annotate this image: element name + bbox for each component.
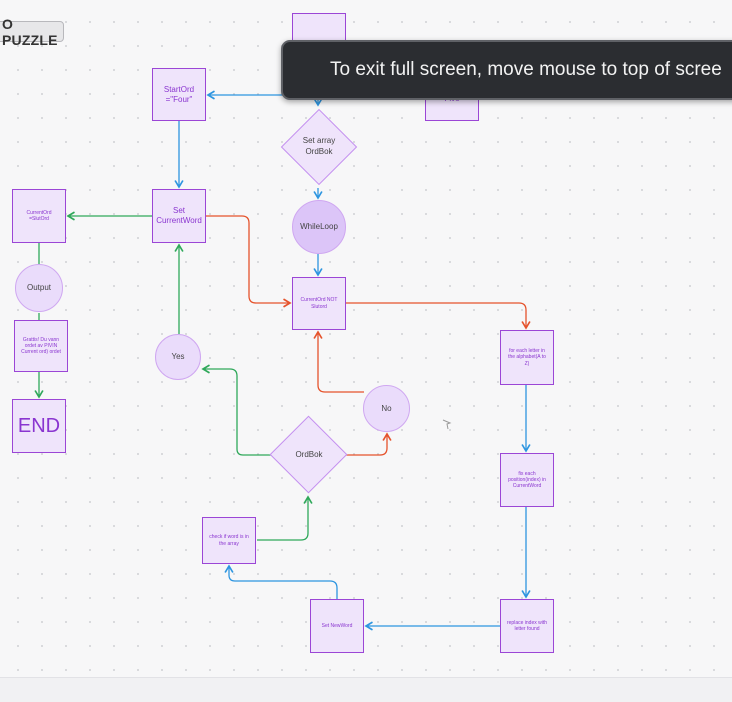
edge-setcurrentword-to-condition [206, 215, 292, 308]
edge-condition-to-foreach [346, 302, 531, 330]
current-ord-node[interactable]: CurrentOrd =SlutOrd [12, 189, 66, 243]
ordbok-label: OrdBok [295, 449, 323, 459]
set-array-label: Set array OrdBok [302, 136, 336, 156]
while-loop-circle[interactable]: WhileLoop [292, 200, 346, 254]
frame-title[interactable]: O PUZZLE [0, 16, 64, 48]
fix-each-node[interactable]: fix each position(index) in CurrentWord [500, 453, 554, 507]
start-ord-node[interactable]: StartOrd ="Four" [152, 68, 206, 121]
edge-ordbok-to-yes [201, 364, 271, 456]
edge-no-to-condition [313, 330, 364, 393]
replace-index-node[interactable]: replace index with letter found [500, 599, 554, 653]
no-circle[interactable]: No [363, 385, 410, 432]
mouse-pointer-icon [442, 419, 452, 430]
end-node[interactable]: END [12, 399, 66, 453]
condition-node[interactable]: CurrentOrd NOT Slutord [292, 277, 346, 330]
grattis-node[interactable]: Grattis! Du vann ordet av PIVIN Current … [14, 320, 68, 372]
for-each-letter-node[interactable]: for each letter in the alphabet(A to Z) [500, 330, 554, 385]
edge-check-to-ordbok [257, 495, 313, 541]
fullscreen-notice-toast: To exit full screen, move mouse to top o… [281, 40, 732, 100]
output-circle[interactable]: Output [15, 264, 63, 312]
edge-setnewword-to-check [224, 564, 338, 599]
set-new-word-node[interactable]: Set NewWord [310, 599, 364, 653]
check-word-node[interactable]: check if word is in the array [202, 517, 256, 564]
edge-ordbok-to-no [346, 432, 392, 456]
bottom-toolbar [0, 677, 732, 702]
fullscreen-notice-text: To exit full screen, move mouse to top o… [330, 59, 722, 80]
set-current-word-node[interactable]: Set CurrentWord [152, 189, 206, 243]
yes-circle[interactable]: Yes [155, 334, 201, 380]
